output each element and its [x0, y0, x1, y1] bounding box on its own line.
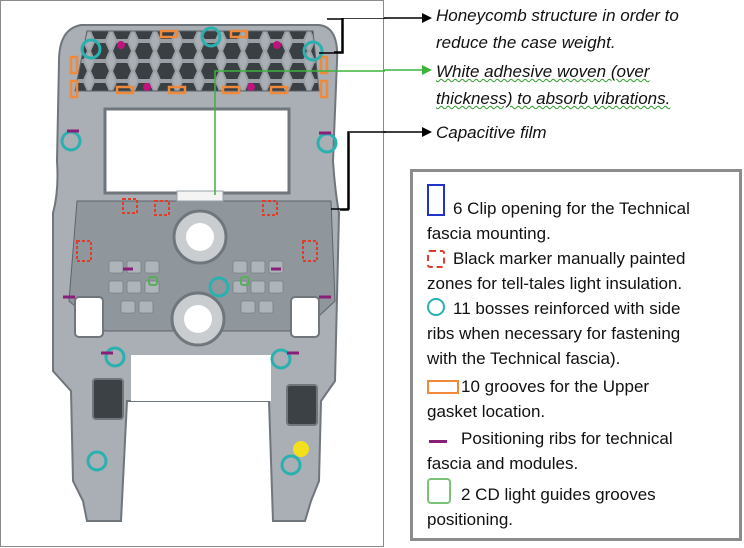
legend-clip-line2: fascia mounting.	[427, 224, 551, 243]
legend-grooves-line1: 10 grooves for the Upper	[461, 377, 650, 396]
positioning-ribs	[63, 129, 331, 355]
capacitive-leader	[331, 133, 350, 210]
honeycomb-leader-ext	[334, 18, 386, 53]
honeycomb-leader	[319, 18, 344, 54]
legend-bosses-line1: 11 bosses reinforced with side	[453, 299, 681, 318]
callout-adhesive: White adhesive woven (over thickness) to…	[436, 58, 670, 112]
marker-zone-icon	[427, 250, 445, 268]
legend-item-grooves: 10 grooves for the Upper gasket location…	[427, 374, 735, 424]
lower-opening	[131, 355, 271, 401]
callout-capacitive: Capacitive film	[436, 119, 547, 146]
cd-light-guides	[148, 276, 250, 286]
marker-dots	[117, 41, 281, 91]
callout-adhesive-line2: thickness) to absorb vibrations.	[436, 89, 671, 108]
honeycomb-band	[74, 30, 320, 92]
legend-marker-line1: Black marker manually painted	[453, 249, 686, 268]
groove-icon	[427, 380, 459, 394]
callout-honeycomb-line2: reduce the case weight.	[436, 33, 616, 52]
boss-circle-icon	[427, 298, 445, 316]
callout-honeycomb: Honeycomb structure in order to reduce t…	[436, 2, 679, 56]
display-opening	[103, 107, 291, 195]
legend-cd-line2: positioning.	[427, 510, 514, 529]
adhesive-leader	[214, 70, 385, 195]
legend-item-marker: Black marker manually painted zones for …	[427, 246, 735, 296]
part-photo	[0, 0, 385, 547]
reinforced-bosses	[60, 26, 338, 476]
legend-item-ribs: Positioning ribs for technical fascia an…	[427, 426, 735, 476]
adhesive-strip	[176, 190, 224, 202]
capacitive-leader-ext	[340, 131, 386, 211]
marker-zones	[76, 198, 318, 262]
legend-box: 6 Clip opening for the Technical fascia …	[410, 169, 742, 541]
clip-opening-icon	[427, 184, 445, 216]
upper-gasket-grooves	[69, 29, 329, 99]
arrow-head-icon	[422, 65, 432, 75]
callout-honeycomb-line1: Honeycomb structure in order to	[436, 6, 679, 25]
arrow-head-icon	[422, 127, 432, 137]
legend-bosses-line2: ribs when necessary for fastening	[427, 324, 681, 343]
legend-item-cd: 2 CD light guides grooves positioning.	[427, 478, 735, 532]
callout-adhesive-line1: White adhesive woven (over	[436, 62, 650, 81]
legend-clip-line1: 6 Clip opening for the Technical	[453, 199, 690, 218]
legend-marker-line2: zones for tell-tales light insulation.	[427, 274, 683, 293]
cd-guide-icon	[427, 478, 451, 504]
legend-ribs-line2: fascia and modules.	[427, 454, 579, 473]
arrow-head-icon	[422, 13, 432, 23]
leader-arrows	[384, 13, 432, 137]
dashboard-case-illustration	[52, 18, 385, 522]
legend-item-bosses: 11 bosses reinforced with side ribs when…	[427, 296, 735, 371]
legend-grooves-line2: gasket location.	[427, 402, 546, 421]
legend-ribs-line1: Positioning ribs for technical	[461, 429, 673, 448]
yellow-marker	[293, 441, 309, 457]
legend-cd-line1: 2 CD light guides grooves	[461, 485, 656, 504]
legend-item-clip: 6 Clip opening for the Technical fascia …	[427, 184, 735, 246]
callout-capacitive-line1: Capacitive film	[436, 123, 547, 142]
legend-bosses-line3: with the Technical fascia).	[427, 349, 621, 368]
rib-line-icon	[429, 440, 447, 443]
